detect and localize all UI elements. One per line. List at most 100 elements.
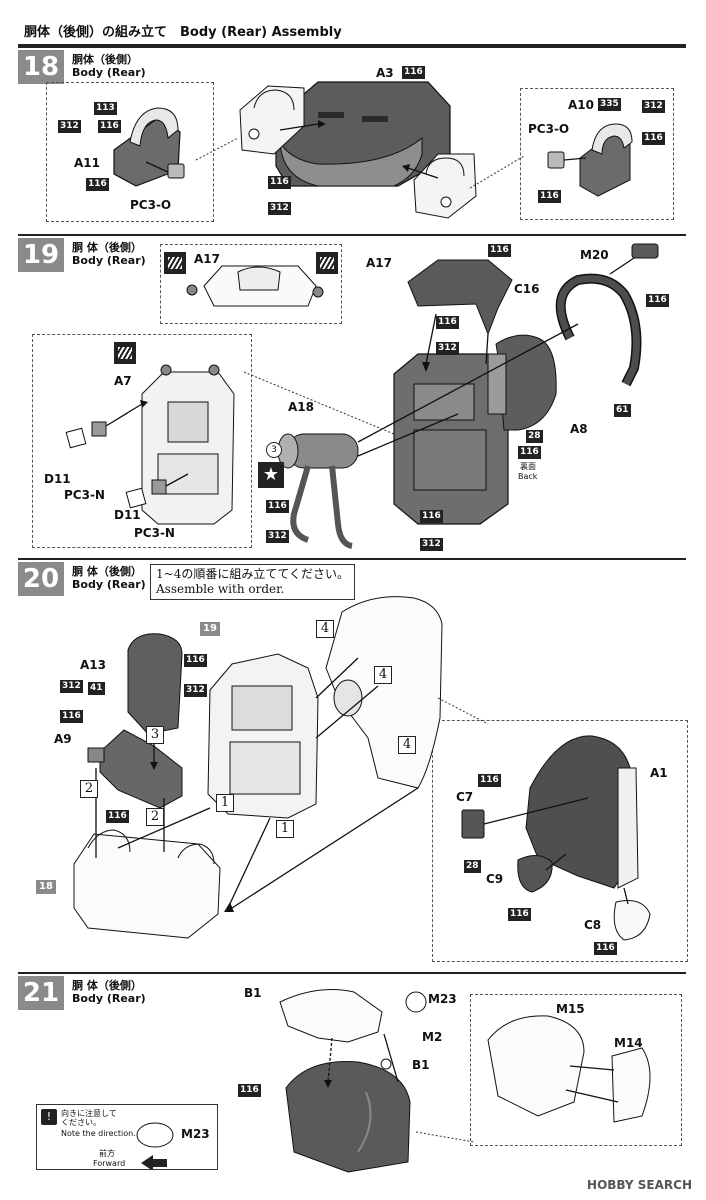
label-a10: A10 <box>568 98 594 112</box>
label-a13: A13 <box>80 658 106 672</box>
section-divider <box>18 234 686 236</box>
label-c8: C8 <box>584 918 602 932</box>
step-title-en: Body (Rear) <box>72 254 146 267</box>
code-312: 312 <box>420 538 443 551</box>
label-m23: M23 <box>428 992 457 1006</box>
code-61: 61 <box>614 404 631 417</box>
code-28: 28 <box>464 860 481 873</box>
label-c9: C9 <box>486 872 504 886</box>
page-title-bar: 胴体（後側）の組み立て Body (Rear) Assembly <box>18 18 686 46</box>
step-number: 21 <box>18 976 64 1010</box>
code-116: 116 <box>60 710 83 723</box>
step-number: 18 <box>18 50 64 84</box>
step-circle-badge: 3 <box>266 442 282 458</box>
part-upper-shell-shape <box>279 989 427 1070</box>
step-title-jp: 胴体（後側） <box>72 53 138 66</box>
label-m2: M2 <box>422 1030 443 1044</box>
step-18-section: 18 胴体（後側） Body (Rear) <box>18 46 686 232</box>
label-pc3-n: PC3-N <box>134 526 175 540</box>
label-m20: M20 <box>580 248 609 262</box>
code-312: 312 <box>642 100 665 113</box>
a7-detail-box <box>32 334 252 548</box>
label-m14: M14 <box>614 1036 643 1050</box>
legend-text-jp: 向きに注意して ください。 <box>61 1109 117 1127</box>
legend-diagram <box>136 1122 174 1169</box>
assembly-order-note: 1~4の順番に組み立ててください。 Assemble with order. <box>150 564 355 600</box>
code-116: 116 <box>184 654 207 667</box>
code-116: 116 <box>538 190 561 203</box>
legend-forward-en: Forward <box>93 1159 126 1168</box>
order-badge-4: 4 <box>398 736 416 754</box>
right-detail-box <box>520 88 674 220</box>
order-badge-1: 1 <box>276 820 294 838</box>
order-badge-3: 3 <box>146 726 164 744</box>
label-pc3-n: PC3-N <box>64 488 105 502</box>
step-18-reference: 18 <box>36 880 56 894</box>
code-116: 116 <box>238 1084 261 1097</box>
label-c7: C7 <box>456 790 474 804</box>
paint-icon <box>316 252 338 274</box>
step-19-reference: 19 <box>200 622 220 636</box>
m15-m14-detail-box <box>470 994 682 1146</box>
a1-detail-box <box>432 720 688 962</box>
label-b1: B1 <box>244 986 262 1000</box>
code-113: 113 <box>94 102 117 115</box>
order-badge-4: 4 <box>316 620 334 638</box>
code-116: 116 <box>266 500 289 513</box>
code-116: 116 <box>86 178 109 191</box>
step-21-diagram <box>279 989 651 1173</box>
code-116: 116 <box>268 176 291 189</box>
a17-detail-box <box>160 244 342 324</box>
part-a1-shape <box>525 735 639 889</box>
code-116: 116 <box>402 66 425 79</box>
step-19-section: 19 胴 体（後側） Body (Rear) <box>18 234 686 556</box>
label-a18: A18 <box>288 400 314 414</box>
order-badge-4: 4 <box>374 666 392 684</box>
code-116: 116 <box>594 942 617 955</box>
code-335: 335 <box>598 98 621 111</box>
step-21-section: 21 胴 体（後側） Body (Rear) <box>18 972 686 1182</box>
part-a7-shape <box>141 364 235 525</box>
direction-legend: ! 向きに注意して ください。 Note the direction. M23 … <box>36 1104 218 1170</box>
label-a3: A3 <box>376 66 394 80</box>
label-c16: C16 <box>514 282 540 296</box>
order-badge-2: 2 <box>146 808 164 826</box>
section-divider <box>18 558 686 560</box>
back-label-en: Back <box>518 472 538 481</box>
step-number: 20 <box>18 562 64 596</box>
section-divider <box>18 972 686 974</box>
note-text-jp: 1~4の順番に組み立ててください。 <box>156 567 349 581</box>
label-a17: A17 <box>366 256 392 270</box>
code-312: 312 <box>58 120 81 133</box>
part-a3-shape <box>275 81 451 187</box>
label-pc3-o: PC3-O <box>130 198 172 212</box>
label-a7: A7 <box>114 374 132 388</box>
code-116: 116 <box>106 810 129 823</box>
part-a9-shape <box>87 729 183 809</box>
label-a17-inset: A17 <box>194 252 220 266</box>
part-shell-shape <box>325 596 443 789</box>
hobby-search-logo: HOBBY SEARCH <box>587 1178 692 1192</box>
part-body-center-shape <box>207 653 319 819</box>
label-d11: D11 <box>44 472 71 486</box>
code-116: 116 <box>98 120 121 133</box>
step-title-jp: 胴 体（後側） <box>72 241 142 254</box>
part-a8-shape <box>487 334 557 431</box>
step-20-diagram <box>73 596 651 941</box>
step-title-en: Body (Rear) <box>72 66 146 79</box>
code-312: 312 <box>184 684 207 697</box>
code-28: 28 <box>526 430 543 443</box>
label-a9: A9 <box>54 732 72 746</box>
code-116: 116 <box>508 908 531 921</box>
code-116: 116 <box>420 510 443 523</box>
legend-forward-jp: 前方 <box>99 1149 115 1158</box>
code-116: 116 <box>642 132 665 145</box>
part-a17-shape <box>407 259 513 336</box>
code-312: 312 <box>60 680 83 693</box>
section-divider <box>18 46 686 48</box>
order-badge-1: 1 <box>216 794 234 812</box>
code-116: 116 <box>646 294 669 307</box>
paint-icon <box>164 252 186 274</box>
part-a13-shape <box>127 633 183 735</box>
